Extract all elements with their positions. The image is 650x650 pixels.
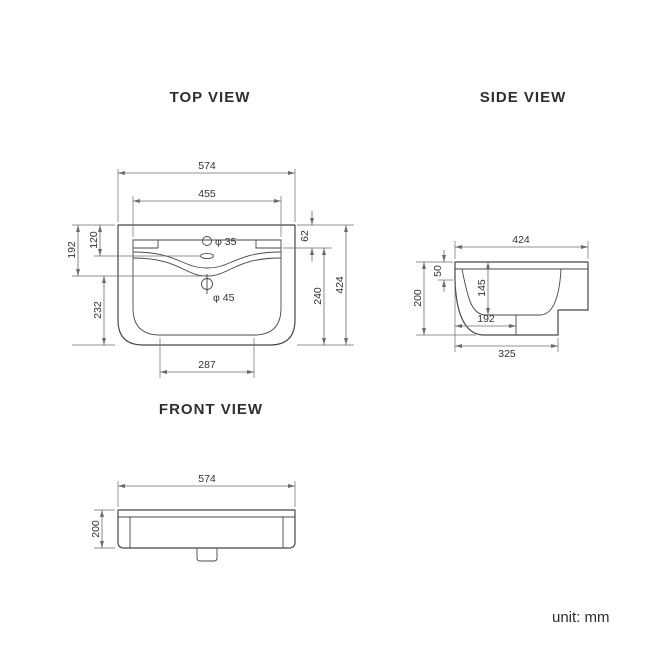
dim-455: 455 — [198, 188, 216, 200]
dim-325: 325 — [498, 348, 516, 360]
front-view: FRONT VIEW 574 200 — [90, 401, 296, 562]
unit-label: unit: mm — [552, 609, 610, 626]
side-view-title: SIDE VIEW — [480, 89, 567, 106]
dim-120: 120 — [88, 231, 100, 249]
dim-287: 287 — [198, 359, 216, 371]
top-view-drawing: φ 35 φ 45 — [117, 224, 296, 346]
side-view: SIDE VIEW 424 200 — [412, 89, 589, 360]
drain-hole-label: φ 45 — [213, 292, 235, 304]
front-view-dimensions: 574 200 — [90, 473, 296, 549]
dim-50: 50 — [432, 265, 444, 277]
dim-192: 192 — [66, 241, 78, 259]
dim-240: 240 — [312, 287, 324, 305]
dim-574-front: 574 — [198, 473, 216, 485]
faucet-hole — [202, 236, 212, 246]
dim-424: 424 — [334, 276, 346, 294]
faucet-hole-label: φ 35 — [215, 236, 237, 248]
drain-trap-tab — [196, 548, 218, 562]
bowl-edge-curve-lower — [132, 257, 282, 277]
basin-inner-rim — [132, 239, 282, 336]
dim-62: 62 — [299, 230, 311, 242]
front-view-title: FRONT VIEW — [159, 401, 263, 418]
basin-front-outline — [117, 509, 296, 549]
dim-192-side: 192 — [477, 313, 495, 325]
side-view-drawing — [454, 261, 589, 336]
front-view-drawing — [117, 509, 296, 562]
dim-424-side: 424 — [512, 234, 530, 246]
side-view-dimensions: 424 200 50 145 192 325 — [412, 234, 589, 360]
basin-outer-outline — [117, 224, 296, 346]
basin-side-profile — [454, 261, 589, 336]
dim-200-side: 200 — [412, 289, 424, 307]
overflow-slot — [200, 252, 214, 260]
top-view: TOP VIEW φ 35 φ 45 — [66, 89, 354, 378]
dim-232: 232 — [92, 301, 104, 319]
top-view-title: TOP VIEW — [170, 89, 251, 106]
dim-145: 145 — [476, 279, 488, 297]
dim-574: 574 — [198, 160, 216, 172]
bowl-edge-curve-upper — [132, 251, 282, 269]
deck-corner-left — [133, 240, 159, 249]
dim-200-front: 200 — [90, 520, 102, 538]
bowl-interior-profile — [461, 268, 562, 316]
top-view-dimensions: 574 455 62 240 424 — [66, 160, 354, 378]
deck-corner-right — [255, 240, 281, 249]
